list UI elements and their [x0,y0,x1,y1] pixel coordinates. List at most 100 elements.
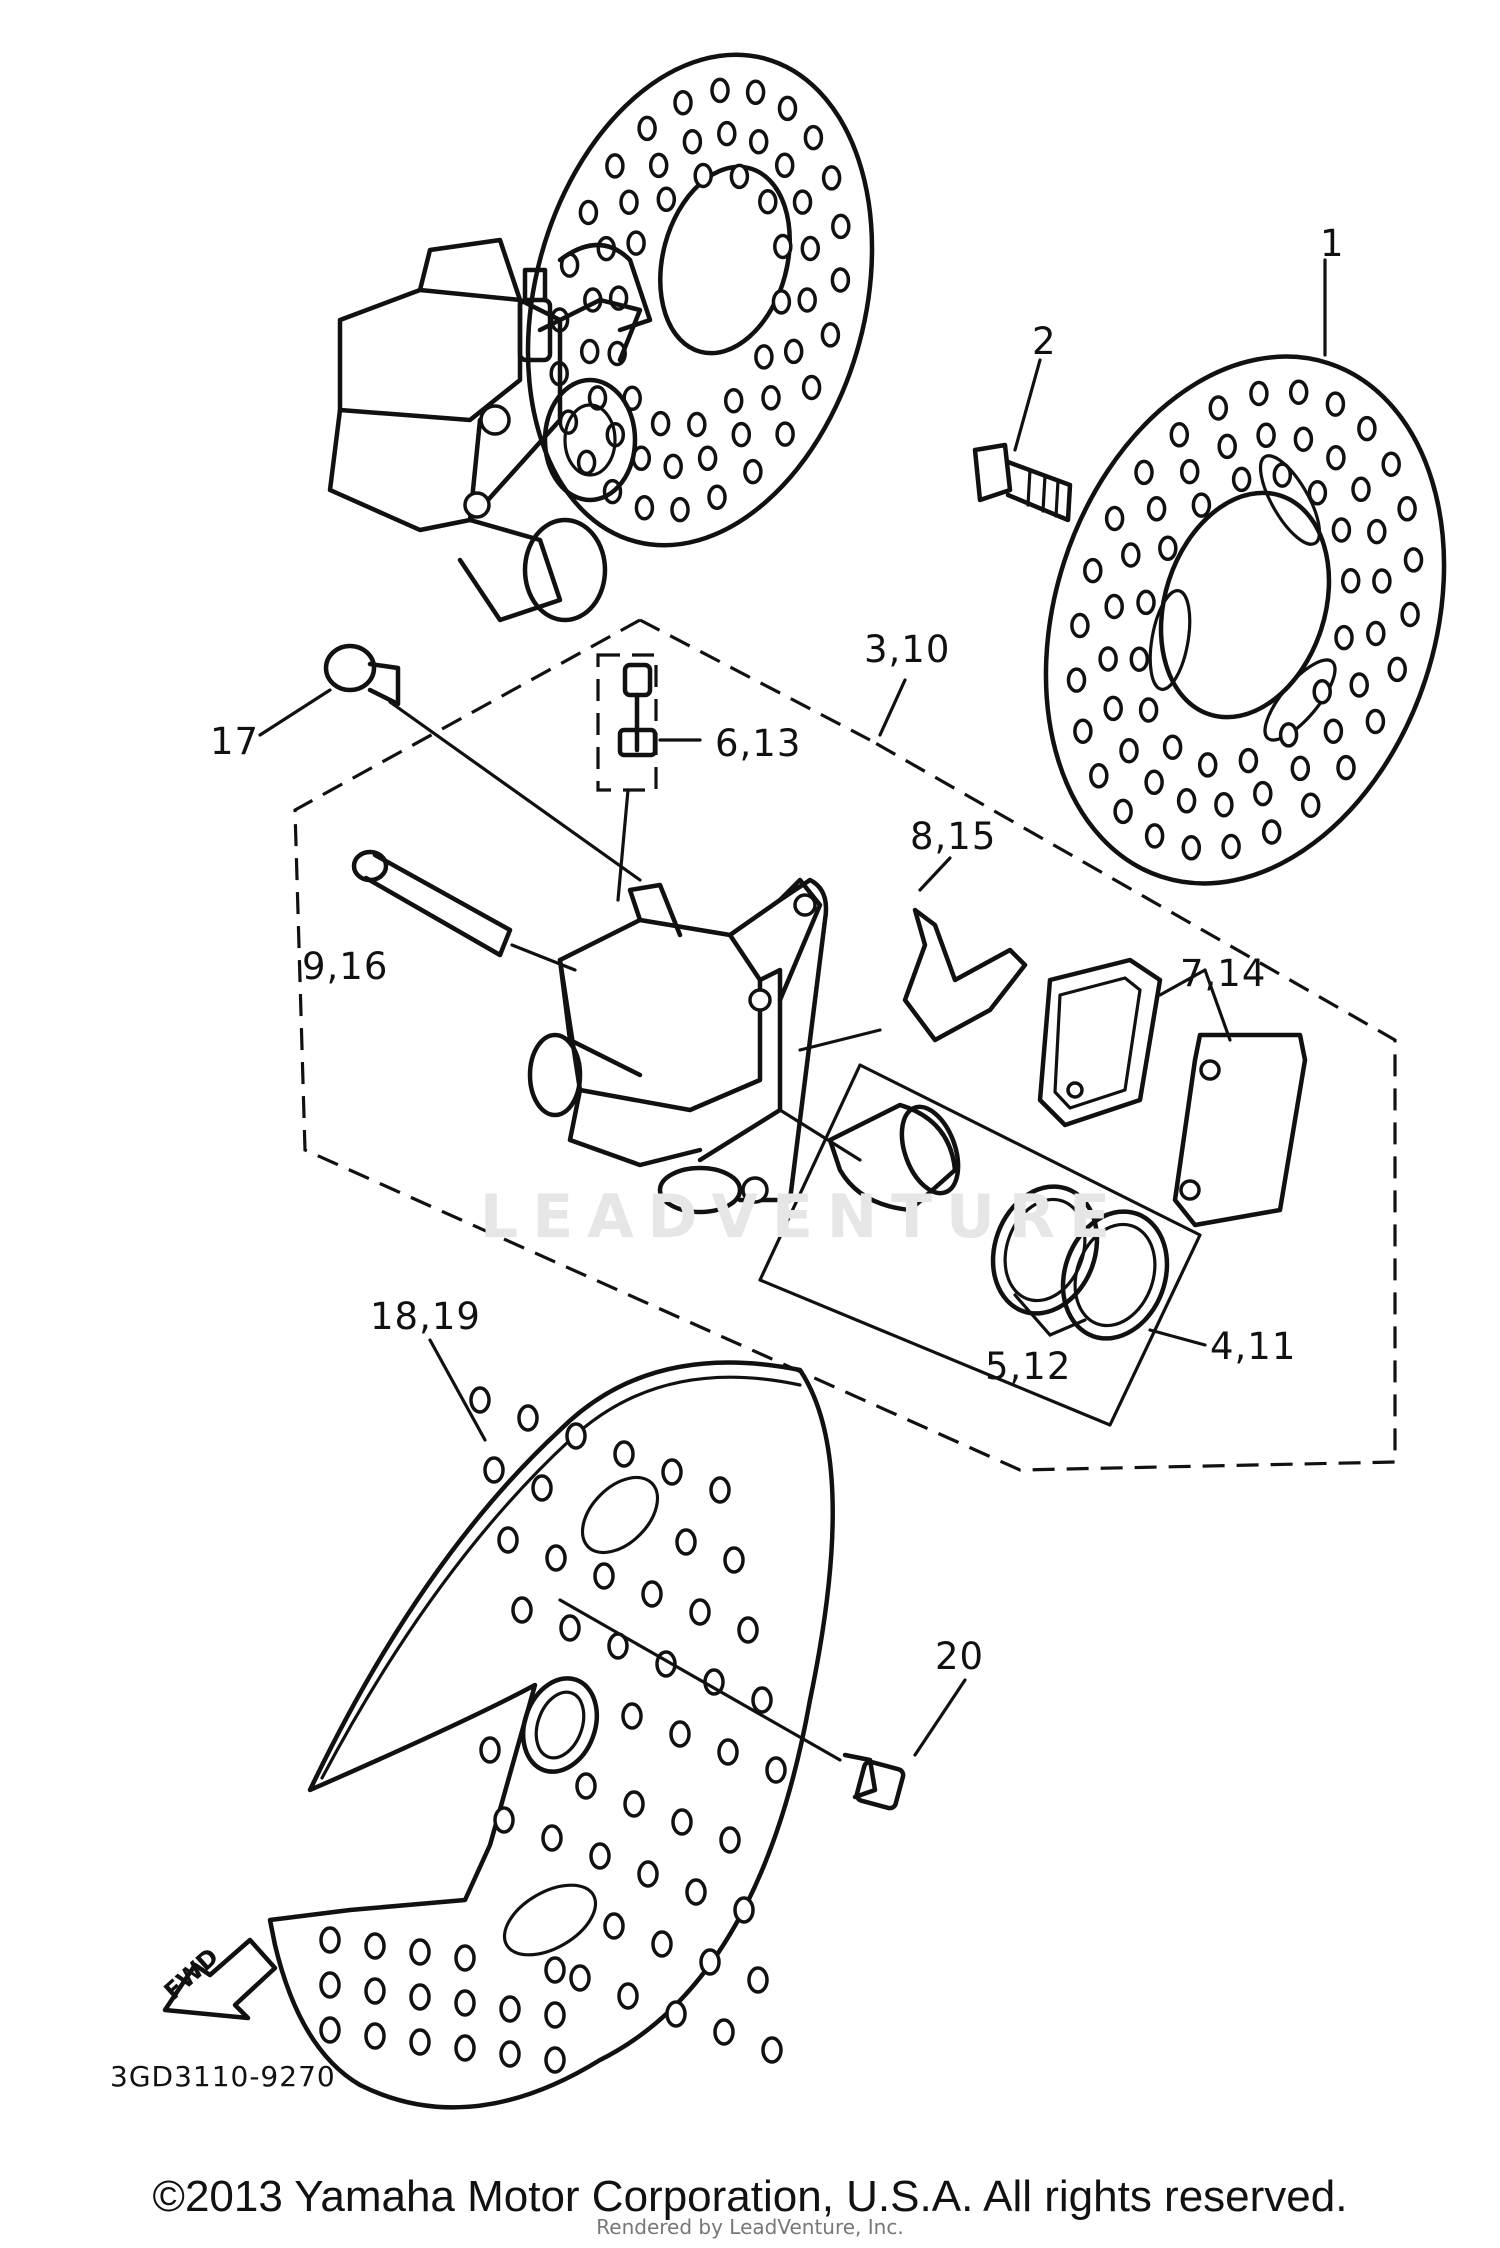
part-2-bolt [972,358,1073,523]
vent-hole [775,421,795,447]
vent-hole [1272,462,1293,488]
vent-hole [569,1964,591,1992]
callout-18-19: 18,19 [370,1295,481,1338]
callout-5-12: 5,12 [985,1345,1072,1388]
callout-7-14: 7,14 [1180,952,1267,995]
vent-hole [747,1966,769,1994]
vent-hole [619,189,639,215]
vent-hole [656,186,677,213]
vent-hole [1113,798,1133,825]
vent-hole [689,1598,711,1626]
vent-hole [1400,601,1420,628]
callout-9-16: 9,16 [302,945,389,988]
vent-hole [544,2046,566,2074]
vent-hole [1136,589,1156,616]
vent-hole [1349,672,1369,698]
callout-2: 2 [1032,320,1057,363]
vent-hole [1261,819,1282,845]
vent-hole [1249,380,1269,407]
watermark: LEADVENTURE [480,1182,1124,1252]
vent-hole [792,189,813,215]
vent-hole [559,1614,581,1642]
vent-hole [1083,557,1103,584]
vent-hole [1103,695,1123,722]
vent-hole [1403,547,1424,573]
vent-hole [1256,422,1276,449]
diagram-code: 3GD3110-9270 [110,2060,336,2093]
vent-hole [803,124,824,151]
vent-hole [1336,754,1356,781]
vent-hole [1231,466,1252,493]
vent-hole [687,411,707,438]
vent-hole [1397,496,1417,522]
vent-hole [319,2016,341,2044]
vent-hole [1334,624,1354,651]
vent-hole [634,494,655,521]
vent-hole [820,322,841,348]
part-1-brake-disc [1043,258,1447,886]
vent-hole [1367,518,1387,545]
caliper-body [527,877,882,1215]
vent-hole [637,1860,659,1888]
vent-hole [717,1738,739,1766]
vent-hole [709,1476,731,1504]
vent-hole [1372,568,1392,594]
caliper-assembly-outline [293,618,1397,1472]
callout-1: 1 [1320,222,1345,265]
vent-hole [774,152,795,179]
vent-hole [693,162,713,189]
vent-hole [319,1926,341,1954]
vent-hole [1340,568,1361,594]
vent-hole [1326,444,1346,471]
vent-hole [409,2028,431,2056]
vent-hole [1387,656,1407,683]
vent-hole [497,1526,519,1554]
vent-hole [364,1932,386,1960]
vent-hole [1366,620,1386,647]
part-18-19-disc-guard [267,1338,842,2110]
vent-hole [613,1440,635,1468]
vent-hole [723,1546,745,1574]
vent-hole [777,95,798,122]
callout-6-13: 6,13 [715,722,802,765]
callout-8-15: 8,15 [910,815,997,858]
vent-hole [663,453,683,480]
vent-hole [1331,517,1352,543]
vent-hole [575,1772,597,1800]
vent-hole [800,235,821,262]
vent-hole [1351,476,1371,503]
vent-hole [719,1826,741,1854]
vent-hole [1381,451,1401,477]
vent-hole [544,1956,566,1984]
vent-hole [499,1995,521,2023]
vent-hole [1089,763,1109,789]
vent-hole [707,484,727,511]
vent-hole [671,1808,693,1836]
part-8-15-pad-spring [902,856,1028,1043]
assembled-caliper [327,237,653,623]
vent-hole [737,1616,759,1644]
vent-hole [1278,722,1299,748]
vent-hole [364,1977,386,2005]
fwd-arrow-icon [162,1937,278,2021]
vent-hole [565,1422,587,1450]
vent-hole [1208,395,1229,421]
part-6-13-bleeder [596,653,702,902]
vent-hole [765,1756,787,1784]
vent-hole [454,2034,476,2062]
vent-hole [710,77,730,104]
vent-hole [743,458,763,485]
vent-hole [579,338,600,365]
part-9-16-pin [351,849,577,972]
vent-hole [545,1544,567,1572]
vent-hole [1073,718,1093,744]
rendered-by-footer: Rendered by LeadVenture, Inc. [596,2215,904,2239]
vent-hole [576,449,597,476]
vent-hole [651,1930,673,1958]
vent-hole [1138,697,1159,723]
part-4-11-piston-kit [758,1063,1207,1427]
vent-hole [617,1982,639,2010]
part-7-14-brake-pads [1037,957,1308,1228]
